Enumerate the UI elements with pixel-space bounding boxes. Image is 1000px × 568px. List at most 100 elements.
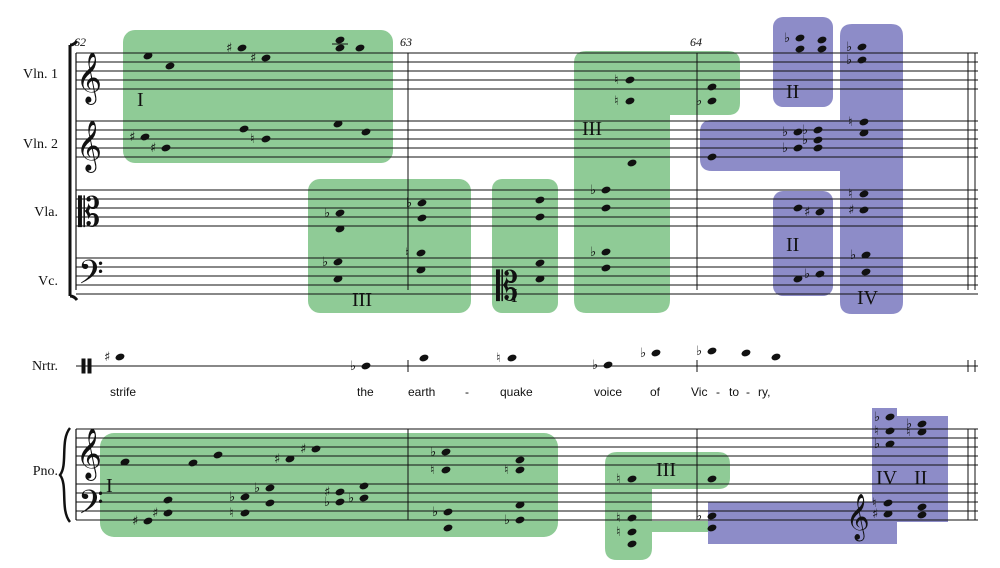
note-head — [601, 204, 611, 212]
note-head — [859, 118, 869, 126]
note-head — [237, 44, 247, 52]
note-head — [793, 275, 803, 283]
accidental: ♮ — [504, 463, 509, 478]
accidental: ♭ — [804, 267, 810, 282]
roman-strings-III-b: III — [582, 118, 602, 140]
roman-pno-IV: IV — [876, 467, 898, 489]
note-head — [917, 503, 927, 511]
accidental: ♭ — [906, 417, 912, 432]
note-head — [416, 266, 426, 274]
note-head — [625, 76, 635, 84]
accidental: ♭ — [850, 248, 856, 263]
lyric-strife: strife — [110, 385, 136, 399]
note-head — [443, 508, 453, 516]
note-head — [885, 427, 895, 435]
note-head — [240, 493, 250, 501]
note-head — [143, 517, 153, 525]
note-head — [795, 34, 805, 42]
accidental: ♭ — [592, 358, 598, 373]
accidental: ♮ — [614, 94, 619, 109]
note-head — [333, 258, 343, 266]
accidental: ♭ — [874, 410, 880, 425]
accidental: ♯ — [804, 205, 810, 220]
treble-clef: 𝄞 — [76, 120, 102, 173]
note-head — [535, 196, 545, 204]
note-head — [859, 129, 869, 137]
label-vla: Vla. — [34, 205, 58, 220]
accidental: ♭ — [846, 53, 852, 68]
accidental: ♮ — [496, 351, 501, 366]
note-head — [161, 144, 171, 152]
note-head — [707, 153, 717, 161]
note-head — [601, 186, 611, 194]
label-nrtr: Nrtr. — [32, 359, 58, 374]
roman-vla-II: II — [786, 234, 799, 256]
accidental: ♮ — [848, 115, 853, 130]
accidental: ♯ — [152, 506, 158, 521]
note-head — [793, 128, 803, 136]
note-head — [285, 455, 295, 463]
label-vln2: Vln. 2 — [23, 137, 58, 152]
note-head — [707, 97, 717, 105]
staves — [76, 52, 978, 521]
accidental: ♮ — [872, 496, 877, 511]
note-head — [883, 499, 893, 507]
roman-vla-vc-I: I — [511, 285, 518, 307]
strings-bracket — [68, 40, 79, 301]
accidental: ♭ — [229, 490, 235, 505]
note-head — [515, 466, 525, 474]
note-head — [240, 509, 250, 517]
note-head — [165, 62, 175, 70]
region-vla-II — [773, 191, 833, 296]
roman-vln1-I: I — [137, 89, 144, 111]
accidental: ♭ — [874, 437, 880, 452]
accidental: ♯ — [274, 452, 280, 467]
note-head — [361, 362, 371, 370]
accidental: ♯ — [150, 141, 156, 156]
note-head — [335, 498, 345, 506]
accidental: ♭ — [640, 346, 646, 361]
region-vln1-I — [123, 30, 393, 163]
accidental: ♮ — [874, 424, 879, 439]
accidental: ♮ — [848, 187, 853, 202]
note-head — [741, 349, 751, 357]
note-head — [335, 488, 345, 496]
note-head — [707, 524, 717, 532]
lyric-hyphen-3: - — [746, 385, 750, 399]
note-head — [261, 54, 271, 62]
note-head — [515, 501, 525, 509]
label-pno: Pno. — [33, 464, 58, 479]
note-head — [335, 209, 345, 217]
accidental: ♭ — [696, 344, 702, 359]
note-head — [115, 353, 125, 361]
note-head — [417, 199, 427, 207]
accidental: ♭ — [696, 94, 702, 109]
note-head — [163, 496, 173, 504]
lyric-earth: earth — [408, 385, 435, 399]
note-head — [885, 440, 895, 448]
treble-clef: 𝄞 — [76, 428, 102, 481]
accidental: ♯ — [226, 41, 232, 56]
note-head — [793, 204, 803, 212]
note-head — [885, 413, 895, 421]
note-head — [265, 499, 275, 507]
roman-vln1-II: II — [786, 81, 799, 103]
lyric-vic: Vic — [691, 385, 707, 399]
accidental: ♮ — [906, 425, 911, 440]
note-head — [359, 494, 369, 502]
note-head — [861, 251, 871, 259]
note-head — [265, 484, 275, 492]
alto-clef: 𝄡 — [496, 264, 518, 310]
note-head — [361, 128, 371, 136]
roman-pno-I: I — [106, 475, 113, 497]
accidental: ♭ — [324, 206, 330, 221]
note-head — [417, 214, 427, 222]
accidental: ♭ — [430, 445, 436, 460]
accidental: ♯ — [848, 203, 854, 218]
lyric-to: to — [729, 385, 739, 399]
note-head — [771, 353, 781, 361]
accidental: ♮ — [229, 506, 234, 521]
note-head — [627, 159, 637, 167]
note-head — [813, 136, 823, 144]
lyric-hyphen-2: - — [716, 385, 720, 399]
